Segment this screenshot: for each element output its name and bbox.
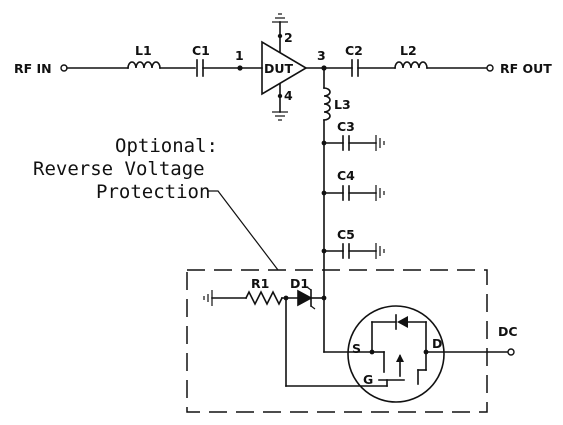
rf-out-label: RF OUT [500, 61, 552, 76]
capacitor-c1 [196, 59, 204, 77]
dut-bottom-ground [272, 111, 288, 121]
note-leader [208, 190, 279, 271]
c4-label: C4 [337, 168, 355, 183]
capacitor-c3 [321, 135, 385, 151]
c5-label: C5 [337, 227, 355, 242]
protection-box [186, 269, 488, 413]
dut-label: DUT [264, 61, 294, 76]
mosfet-gate-label: G [363, 372, 373, 387]
dc-feed [321, 67, 385, 353]
pin3-label: 3 [317, 48, 326, 63]
dut-top-ground [272, 13, 288, 23]
l3-label: L3 [334, 97, 351, 112]
c1-label: C1 [192, 43, 210, 58]
dc-terminal [507, 348, 515, 356]
dc-label: DC [498, 324, 518, 339]
r1-label: R1 [251, 276, 269, 291]
rf-in-terminal [60, 64, 68, 72]
r1-ground [203, 290, 213, 306]
c3-label: C3 [337, 119, 355, 134]
c2-label: C2 [345, 43, 363, 58]
capacitor-c5 [321, 243, 385, 259]
d1-label: D1 [290, 276, 309, 291]
note-line-1: Optional: [115, 135, 218, 157]
rf-in-label: RF IN [14, 61, 52, 76]
protection-circuit [203, 286, 515, 403]
capacitor-c4 [321, 185, 385, 201]
rf-chain [60, 13, 494, 121]
capacitor-c2 [351, 59, 359, 77]
inductor-l3 [323, 87, 331, 121]
l1-label: L1 [135, 43, 152, 58]
pin2-label: 2 [284, 30, 293, 45]
dut-amplifier [261, 40, 308, 96]
l2-label: L2 [400, 43, 417, 58]
node-pin1 [237, 65, 243, 71]
mosfet-body-diode [395, 314, 408, 330]
pin1-label: 1 [235, 48, 244, 63]
note-line-3: Protection [96, 181, 210, 203]
pin4-label: 4 [284, 88, 293, 103]
rf-out-terminal [486, 64, 494, 72]
resistor-r1 [244, 290, 284, 306]
mosfet-source-label: S [352, 341, 361, 356]
inductor-l2 [394, 61, 428, 69]
inductor-l1 [127, 61, 161, 69]
note-line-2: Reverse Voltage [33, 158, 205, 180]
mosfet-drain-label: D [432, 336, 442, 351]
mosfet-q1 [347, 305, 445, 403]
